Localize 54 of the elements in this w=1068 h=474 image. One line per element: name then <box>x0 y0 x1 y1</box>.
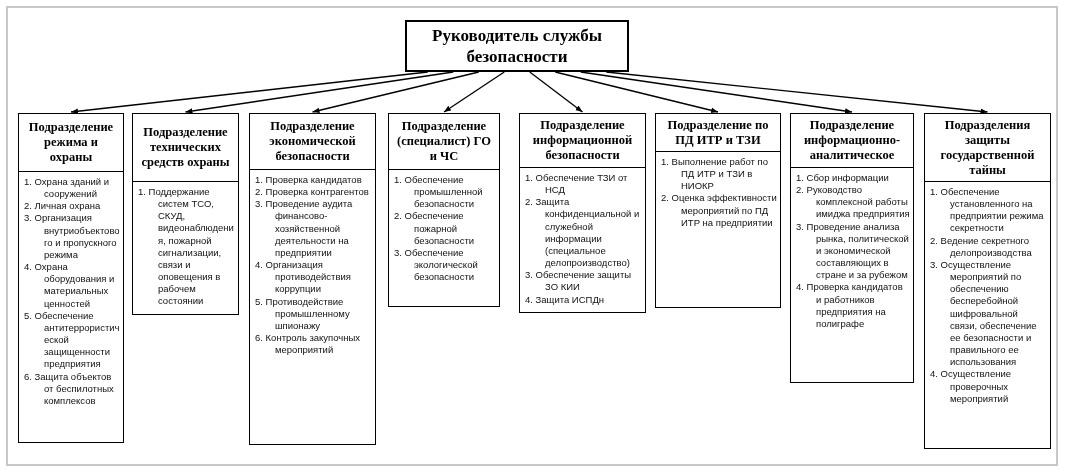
duty-item: 1. Поддержание систем ТСО, СКУД, видеонаблюдения, пожарной сигнализации, связи и оповещения в рабочем состоянии <box>138 186 235 308</box>
department-box <box>790 113 914 383</box>
department-title: Подразделение экономической безопасности <box>268 119 357 164</box>
duty-item: 1. Проверка кандидатов <box>255 174 363 187</box>
duty-item: 1. Выполнение работ по ПД ИТР и ТЗИ в НИОКР <box>661 156 769 193</box>
arrow <box>580 71 853 114</box>
duty-item: 2. Обеспечение пожарной безопасности <box>394 210 476 247</box>
duty-item: 1. Охрана зданий и сооружений <box>24 176 111 201</box>
duty-item: 2. Проверка контрагентов <box>255 186 370 199</box>
duty-item: 1. Обеспечение установленного на предприятии режима секретности <box>930 186 1045 235</box>
duty-item: 2. Личная охрана <box>24 200 102 213</box>
department-title: Подразделение информационной безопасности <box>531 118 634 163</box>
duty-item: 4. Организация противодействия коррупции <box>255 259 352 296</box>
department-title: Подразделение (специалист) ГО и ЧС <box>396 119 492 164</box>
department-box <box>924 113 1051 449</box>
department-title: Подразделение режима и охраны <box>27 120 115 165</box>
duty-item: 3. Осуществление мероприятий по обеспечению бесперебойной шифровальной связи, обеспечение ее безопасности и правильного ее использования <box>930 258 1038 369</box>
arrow <box>554 71 719 114</box>
duty-item: 6. Контроль закупочных мероприятий <box>255 332 362 357</box>
duty-item: 2. Руководство комплексной работы имиджа предприятия <box>796 184 910 221</box>
duty-item: 4. Охрана оборудования и материальных ценностей <box>24 261 116 310</box>
duty-item: 3. Обеспечение защиты ЗО КИИ <box>525 269 633 294</box>
duty-item: 4. Осуществление проверочных мероприятий <box>930 368 1013 405</box>
duty-item: 2. Защита конфиденциальной и служебной информации (специальное делопроизводство) <box>525 196 641 270</box>
duty-item: 2. Ведение секретного делопроизводства <box>930 234 1033 259</box>
department-box <box>519 113 646 313</box>
department-box <box>249 113 376 445</box>
duty-item: 3. Проведение аудита финансово-хозяйственной деятельности на предприятии <box>255 198 354 260</box>
arrow <box>311 71 480 114</box>
duty-item: 2. Оценка эффективности мероприятий по ПД ИТР на предприятии <box>661 192 777 229</box>
duty-item: 3. Организация внутриобъектового и пропускного режима <box>24 212 120 262</box>
manager-box <box>405 20 629 72</box>
box-title: Руководитель службы безопасности <box>431 24 603 68</box>
duty-item: 3. Проведение анализа рынка, политической и экономической составляющих в стране и за рубежом <box>796 220 910 282</box>
duty-item: 5. Противодействие промышленному шпионажу <box>255 295 351 333</box>
arrow <box>529 71 584 113</box>
duty-item: 4. Проверка кандидатов и работников предприятия на полиграфе <box>796 281 904 331</box>
duty-item: 1. Обеспечение ТЗИ от НСД <box>525 172 629 197</box>
department-title: Подразделения защиты государственной тайны <box>939 117 1036 178</box>
department-box <box>388 113 500 307</box>
department-title: Подразделение информационно-аналитическое <box>802 118 902 163</box>
arrow <box>443 71 505 113</box>
arrow <box>184 71 454 114</box>
department-title: Подразделение по ПД ИТР и ТЗИ <box>666 117 770 148</box>
department-box <box>655 113 781 308</box>
duty-item: 4. Защита ИСПДн <box>525 293 606 306</box>
duty-item: 1. Обеспечение промышленной безопасности <box>394 174 484 211</box>
duty-item: 6. Защита объектов от беспилотных комплексов <box>24 370 115 407</box>
department-box <box>132 113 239 315</box>
department-box <box>18 113 124 443</box>
duty-item: 5. Обеспечение антитеррористической защищенности предприятия <box>24 309 120 371</box>
duty-item: 1. Сбор информации <box>796 172 890 185</box>
duty-item: 3. Обеспечение экологической безопасности <box>394 246 479 284</box>
department-title: Подразделение технических средств охраны <box>140 125 231 170</box>
